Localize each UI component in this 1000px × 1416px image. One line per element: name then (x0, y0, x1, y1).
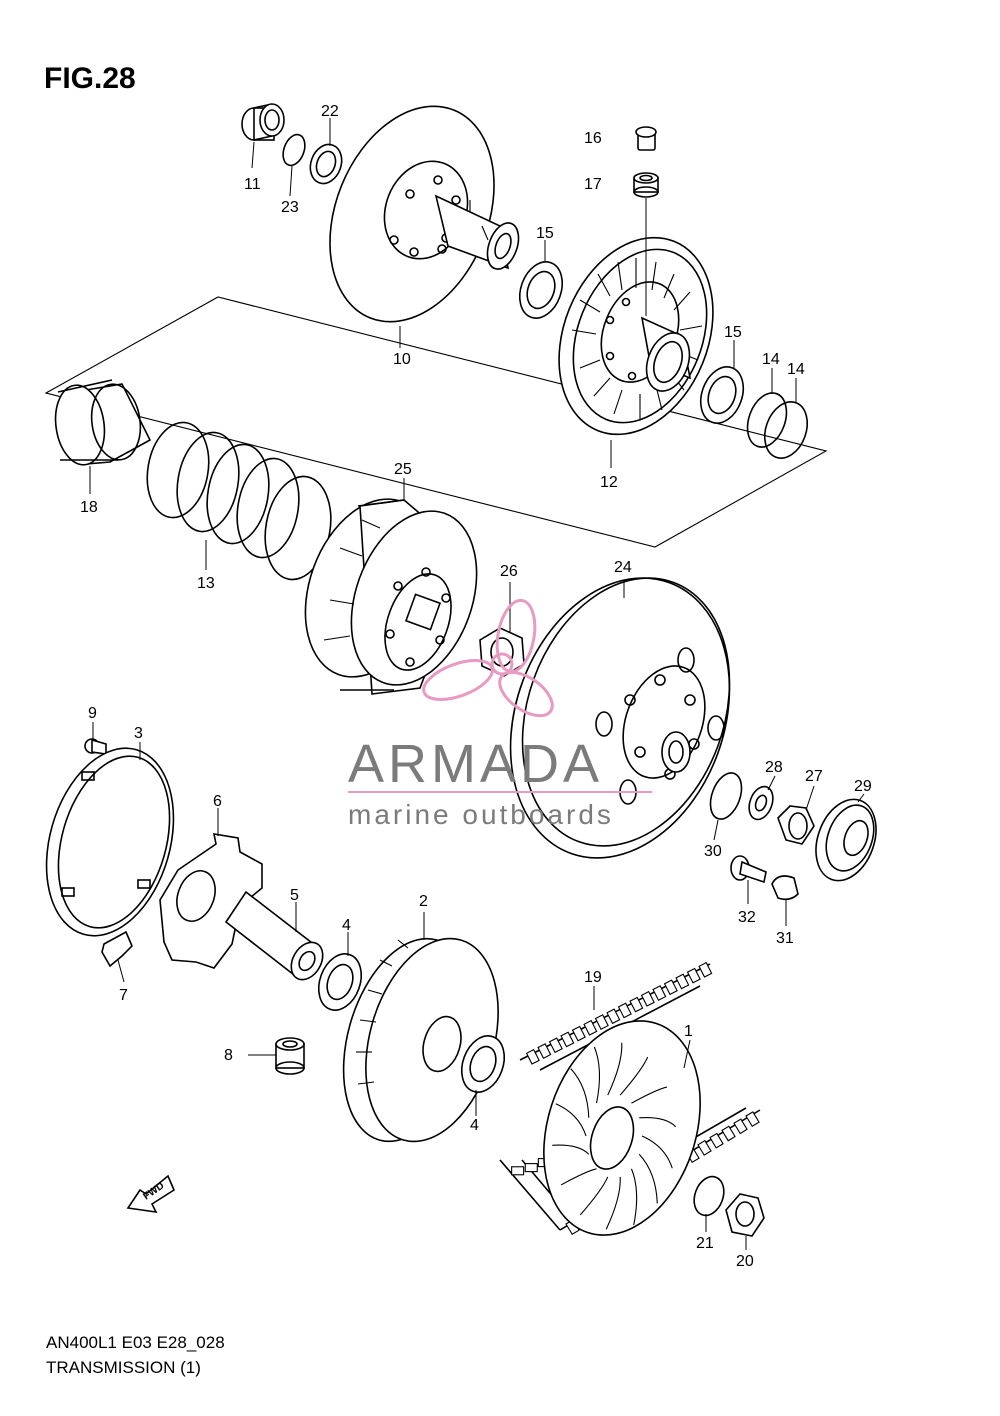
collar-part-8[interactable] (275, 1037, 305, 1075)
label-28: 28 (765, 759, 783, 776)
label-23: 23 (281, 199, 299, 216)
label-32: 32 (738, 909, 756, 926)
oil-seal-part-lower[interactable] (693, 361, 750, 429)
collar-part[interactable] (633, 172, 659, 198)
slide-piece-plate-part[interactable] (159, 833, 263, 969)
label-26: 26 (500, 563, 518, 580)
label-20: 20 (736, 1253, 754, 1270)
driven-face-part[interactable] (300, 82, 525, 347)
spring-seat-part[interactable] (51, 379, 152, 468)
label-11: 11 (244, 176, 261, 193)
watermark-logo (422, 598, 554, 718)
sleeve-shaft-part[interactable] (224, 890, 329, 985)
label-10: 10 (393, 351, 411, 368)
label-22: 22 (321, 103, 339, 120)
figure-title: FIG.28 (44, 62, 136, 95)
label-25: 25 (394, 461, 412, 478)
label-5: 5 (290, 887, 299, 904)
label-4a: 4 (342, 917, 351, 934)
bearing-part-4-upper[interactable] (311, 948, 368, 1016)
label-7: 7 (119, 987, 128, 1004)
nut-part-27[interactable] (777, 805, 815, 845)
label-13: 13 (197, 575, 215, 592)
movable-driven-face-part[interactable] (531, 214, 741, 457)
spacer-part-28[interactable] (745, 783, 777, 822)
label-18: 18 (80, 499, 98, 516)
clip-part[interactable] (101, 930, 133, 968)
clutch-shoe-assembly-part[interactable] (282, 481, 499, 702)
washer-part-21[interactable] (689, 1172, 729, 1219)
label-6: 6 (213, 793, 222, 810)
footer-code: AN400L1 E03 E28_028 (46, 1333, 225, 1352)
assembly-frame (44, 296, 828, 548)
ball-bearing-part[interactable] (805, 791, 886, 889)
circlip-part[interactable] (279, 132, 309, 169)
needle-bearing-part[interactable] (241, 103, 285, 141)
bearing-part-4-lower[interactable] (454, 1030, 511, 1098)
watermark-brand: ARMADA (348, 734, 603, 794)
label-8: 8 (224, 1047, 233, 1064)
label-19: 19 (584, 969, 602, 986)
label-15a: 15 (536, 225, 554, 242)
movable-drive-face-part[interactable] (322, 923, 521, 1157)
oil-seal-part-upper[interactable] (512, 256, 569, 324)
label-30: 30 (704, 843, 722, 860)
label-29: 29 (854, 778, 872, 795)
driven-spring-part[interactable] (140, 418, 338, 585)
label-3: 3 (134, 725, 143, 742)
label-9: 9 (88, 705, 97, 722)
label-12: 12 (600, 474, 618, 491)
screw-part[interactable] (730, 855, 767, 884)
washer-part-30[interactable] (705, 769, 748, 824)
bolt-part-9[interactable] (84, 738, 107, 755)
label-24: 24 (614, 559, 632, 576)
label-31: 31 (776, 930, 794, 947)
label-4b: 4 (470, 1117, 479, 1134)
oil-seal-part[interactable] (305, 140, 347, 188)
label-14a: 14 (762, 351, 780, 368)
pin-part[interactable] (635, 126, 657, 151)
part-labels: 11 23 22 10 15 16 17 12 15 14 14 18 13 2… (80, 103, 872, 1270)
label-21: 21 (696, 1235, 714, 1252)
watermark-tagline: marine outboards (348, 799, 614, 830)
leader-lines (89, 118, 865, 1250)
o-ring-part-1[interactable] (741, 388, 794, 453)
lock-washer-part[interactable] (771, 875, 799, 901)
label-14b: 14 (787, 361, 805, 378)
footer-title: TRANSMISSION (1) (46, 1358, 201, 1377)
label-2: 2 (419, 893, 428, 910)
label-17: 17 (584, 176, 602, 193)
cover-plate-part[interactable] (26, 733, 194, 951)
clutch-housing-part[interactable] (473, 547, 767, 889)
label-1: 1 (684, 1023, 693, 1040)
label-27: 27 (805, 768, 823, 785)
forward-direction-arrow: FWD (126, 1174, 176, 1214)
o-ring-part-2[interactable] (757, 396, 814, 464)
fixed-drive-face-part[interactable] (518, 1001, 727, 1256)
label-16: 16 (584, 130, 602, 147)
nut-part-20[interactable] (725, 1193, 765, 1237)
watermark: ARMADA marine outboards (348, 598, 652, 830)
label-15b: 15 (724, 324, 742, 341)
